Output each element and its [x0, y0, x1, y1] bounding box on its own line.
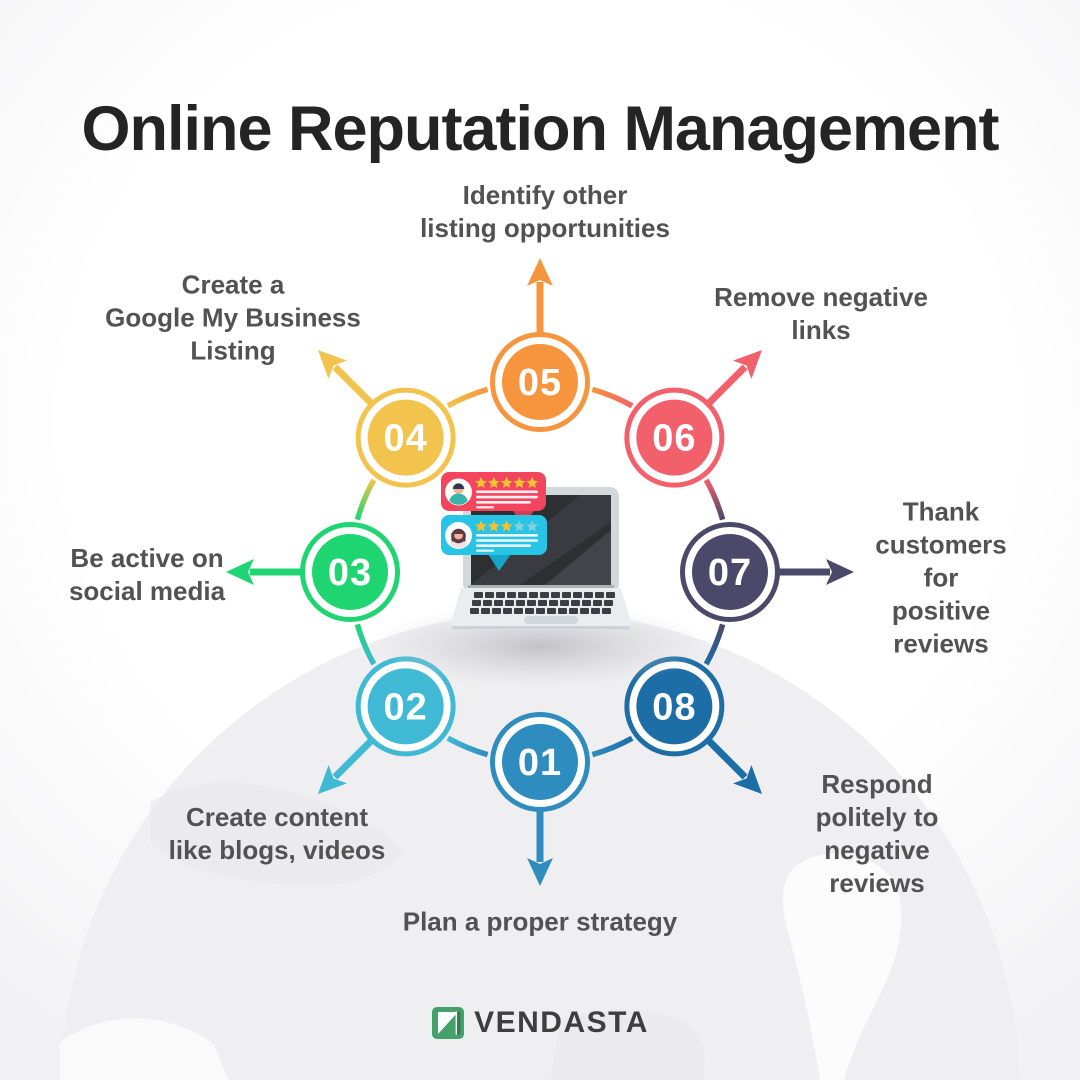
step-node-ring-03	[300, 522, 400, 622]
step-number-03: 03	[328, 552, 372, 594]
bubble-tail	[488, 554, 511, 571]
ring-arc-06-07	[703, 478, 726, 521]
step-node-07	[692, 534, 768, 610]
step-arrowhead-06	[733, 349, 763, 379]
step-arrow-02	[332, 732, 380, 780]
step-node-ring-05	[490, 332, 590, 432]
step-arrow-08	[700, 732, 748, 780]
laptop-illustration	[368, 472, 712, 688]
step-number-06: 06	[652, 418, 696, 460]
star-filled-icon	[500, 476, 513, 488]
step-arrow-06	[700, 364, 748, 412]
step-08: 08	[624, 656, 763, 795]
continent-faint-bottom	[550, 1009, 705, 1080]
laptop-touchpad	[524, 616, 578, 624]
step-number-01: 01	[518, 742, 562, 784]
star-rating-1	[475, 476, 539, 488]
step-node-03	[312, 534, 388, 610]
brand-name: VENDASTA	[474, 1006, 649, 1039]
step-arrowhead-08	[733, 765, 763, 795]
ring-arc-07-08	[703, 623, 726, 666]
step-node-06	[636, 399, 713, 476]
star-filled-icon	[475, 476, 487, 488]
continent-south-america	[782, 853, 902, 1080]
step-label-04: Create a Google My Business Listing	[105, 269, 361, 366]
step-label-06: Remove negative links	[714, 282, 928, 345]
step-node-ring-04	[355, 387, 456, 488]
ring-arc-08-01	[591, 735, 634, 758]
step-node-02	[367, 668, 444, 745]
step-label-02: Create content like blogs, videos	[168, 802, 386, 865]
step-arrow-04	[332, 364, 380, 412]
star-filled-icon	[500, 520, 513, 532]
ring-arc-02-03	[354, 623, 377, 666]
step-arrowhead-03	[226, 559, 254, 585]
step-04: 04	[317, 349, 456, 488]
step-label-05: Identify other listing opportunities	[420, 180, 670, 243]
step-03: 03	[226, 522, 400, 622]
star-filled-icon	[475, 520, 487, 532]
step-node-ring-07	[680, 522, 780, 622]
step-number-04: 04	[384, 418, 428, 460]
step-node-01	[502, 724, 578, 800]
star-muted-icon	[513, 520, 526, 532]
step-arrowhead-02	[317, 765, 347, 795]
continent-faint-left	[150, 782, 404, 886]
step-number-02: 02	[384, 686, 428, 728]
laptop-keyboard	[470, 592, 615, 614]
review-bubble-average	[441, 515, 547, 571]
vendasta-mark-icon	[432, 1007, 465, 1039]
page-title: Online Reputation Management	[81, 94, 999, 165]
brand-logo: VENDASTA	[0, 1002, 1080, 1044]
ring-arc-05-06	[591, 386, 634, 409]
step-label-03: Be active on social media	[68, 543, 226, 606]
step-number-05: 05	[518, 362, 562, 404]
step-label-01: Plan a proper strategy	[402, 906, 678, 937]
step-arrowhead-01	[527, 858, 553, 886]
ring-arc-03-04	[354, 478, 377, 521]
step-node-08	[636, 668, 713, 745]
step-node-04	[367, 399, 444, 476]
step-arrowhead-07	[826, 559, 854, 585]
laptop-hinge	[468, 585, 614, 590]
review-text-lines	[476, 490, 538, 509]
step-node-ring-01	[490, 712, 590, 812]
review-text-lines	[476, 534, 538, 552]
step-node-ring-06	[624, 387, 725, 488]
continent-left-blob	[60, 1018, 228, 1080]
ring-arc-01-02	[446, 735, 489, 758]
step-07: 07	[680, 522, 854, 622]
step-number-08: 08	[652, 686, 696, 728]
star-filled-icon	[487, 476, 500, 488]
star-filled-icon	[526, 476, 539, 488]
star-filled-icon	[487, 520, 500, 532]
star-muted-icon	[526, 520, 539, 532]
step-06: 06	[624, 349, 763, 488]
step-arrowhead-04	[317, 349, 347, 379]
ring-arc-04-05	[446, 386, 489, 409]
star-rating-2	[475, 520, 539, 532]
step-01: 01	[490, 712, 590, 886]
star-filled-icon	[513, 476, 526, 488]
step-number-07: 07	[708, 552, 752, 594]
step-label-08: Respond politely to negative reviews	[815, 769, 939, 898]
step-02: 02	[317, 656, 456, 795]
step-05: 05	[490, 258, 590, 432]
step-arrowhead-05	[527, 258, 553, 286]
ring-diagram: 01 02 03 04 05 06 07 08	[226, 258, 854, 886]
step-label-07: Thank customers for positive reviews	[875, 496, 1007, 659]
step-node-05	[502, 344, 578, 420]
